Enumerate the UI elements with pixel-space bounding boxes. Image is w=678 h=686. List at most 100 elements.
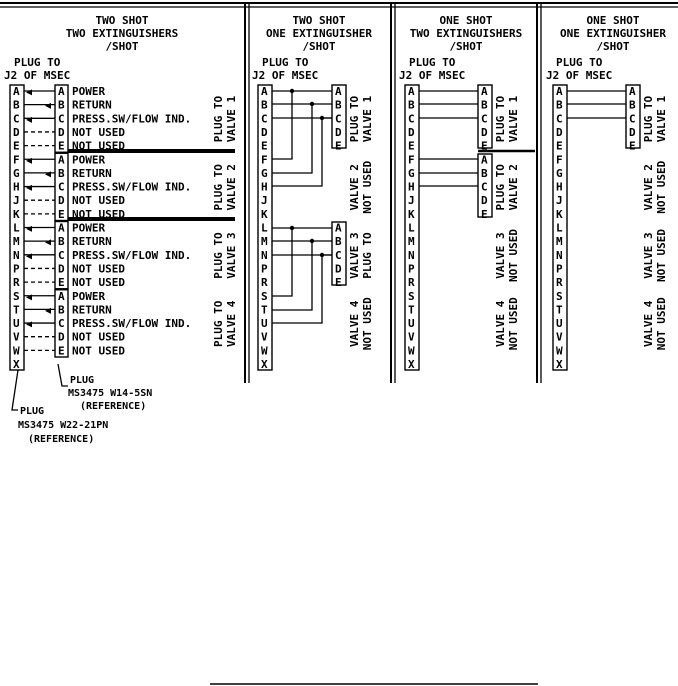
panel-4-pin-F: F: [556, 153, 563, 166]
panel-3-pin-W: W: [408, 344, 415, 357]
panel-3-header-line-1: ONE SHOT: [440, 14, 493, 27]
panel-1-function-3-E: NOT USED: [72, 276, 125, 289]
panel-2-plug-1-pin-C: C: [335, 112, 342, 125]
panel-1-small-plug-callout-2: MS3475 W14-5SN: [68, 388, 152, 399]
panel-3-plug-2-pin-C: C: [481, 181, 488, 194]
arrow-icon: ◀: [26, 114, 32, 125]
panel-4-pin-P: P: [556, 262, 563, 275]
panel-1-side-label-4-a: PLUG TO: [212, 300, 225, 347]
panel-1-pin-B: B: [13, 99, 20, 112]
panel-3-header-line-3: /SHOT: [449, 40, 482, 53]
panel-1-plug-4-pin-D: D: [58, 331, 65, 344]
panel-4-pin-W: W: [556, 344, 563, 357]
panel-3-main-connector: [404, 84, 420, 371]
panel-3-pin-D: D: [408, 126, 415, 139]
panel-1-pin-A: A: [13, 85, 20, 98]
panel-1-pin-K: K: [13, 208, 20, 221]
panel-2-header-line-1: TWO SHOT: [293, 14, 346, 27]
panel-1-plug-3-pin-B: B: [58, 235, 65, 248]
panel-1-pin-R: R: [13, 276, 20, 289]
panel-1-pin-V: V: [13, 331, 20, 344]
arrow-icon: ◀: [26, 319, 32, 330]
panel-3-plug-label-2: J2 OF MSEC: [399, 69, 465, 82]
panel-1-side-label-3-b: VALVE 3: [225, 232, 238, 278]
arrow-icon: ◀: [45, 101, 51, 112]
panel-1-plug-2-pin-C: C: [58, 181, 65, 194]
panel-3-plug-1-pin-C: C: [481, 112, 488, 125]
panel-2-header: TWO SHOT ONE EXTINGUISHER /SHOT PLUG TO …: [252, 14, 372, 82]
panel-4-unused-1-a: VALVE 2: [642, 164, 655, 210]
panel-2-pin-K: K: [261, 208, 268, 221]
panel-1-plug-label-1: PLUG TO: [14, 56, 61, 69]
panel-2-pin-J: J: [261, 194, 268, 207]
panel-3-plug-1-pin-D: D: [481, 126, 488, 139]
panel-4-unused-2-b: NOT USED: [655, 229, 668, 282]
panel-4-pin-V: V: [556, 331, 563, 344]
panel-1-plug-2-pin-E: E: [58, 208, 65, 221]
panel-4-unused-3-a: VALVE 4: [642, 300, 655, 347]
panel-2-pin-W: W: [261, 344, 268, 357]
panel-1-plug-4-pin-B: B: [58, 303, 65, 316]
panel-4-pin-X: X: [556, 358, 563, 371]
panel-2-plug-1-label-b: VALVE 1: [361, 95, 374, 142]
panel-1-plug-4-pin-E: E: [58, 344, 65, 357]
panel-3-plug-1-pin-B: B: [481, 99, 488, 112]
panel-1-function-3-C: PRESS.SW/FLOW IND.: [72, 249, 191, 262]
panel-1-function-3-B: RETURN: [72, 235, 112, 248]
panel-4-unused-2-a: VALVE 3: [642, 232, 655, 278]
panel-1-side-label-1-a: PLUG TO: [212, 95, 225, 142]
panel-3-pin-G: G: [408, 167, 415, 180]
panel-1-plug-2-pin-D: D: [58, 194, 65, 207]
panel-3-pin-U: U: [408, 317, 415, 330]
panel-2-pin-U: U: [261, 317, 268, 330]
panel-4-pin-L: L: [556, 222, 563, 235]
panel-1-pin-D: D: [13, 126, 20, 139]
panel-2-plug-2-label-a: VALVE 3: [348, 232, 361, 278]
panel-4-header-line-3: /SHOT: [596, 40, 629, 53]
panel-1-pin-J: J: [13, 194, 20, 207]
panel-1-plug-1-pin-E: E: [58, 140, 65, 153]
panel-2-plug-1-pin-A: A: [335, 85, 342, 98]
panel-2-pin-S: S: [261, 290, 268, 303]
panel-2-unused-2-b: NOT USED: [361, 297, 374, 350]
panel-2-plug-1-pin-E: E: [335, 140, 342, 153]
panel-4-pin-R: R: [556, 276, 563, 289]
panel-4-plug-1-pin-A: A: [629, 85, 636, 98]
panel-3-pin-X: X: [408, 358, 415, 371]
panel-1-pin-T: T: [13, 303, 20, 316]
panel-1-pin-U: U: [13, 317, 20, 330]
arrow-icon: ◀: [26, 292, 32, 303]
panel-3-pin-H: H: [408, 181, 415, 194]
panel-1-pin-L: L: [13, 222, 20, 235]
panel-1-side-label-2-a: PLUG TO: [212, 164, 225, 211]
panel-1-header-line-2: TWO EXTINGUISHERS: [66, 27, 179, 40]
panel-1-function-1-D: NOT USED: [72, 126, 125, 139]
panel-1-pin-G: G: [13, 167, 20, 180]
panel-4-pin-G: G: [556, 167, 563, 180]
panel-1-plug-2-pin-A: A: [58, 153, 65, 166]
panel-3-pin-V: V: [408, 331, 415, 344]
panel-1-pin-H: H: [13, 181, 20, 194]
panel-4-pin-H: H: [556, 181, 563, 194]
panel-1-function-4-A: POWER: [72, 290, 105, 303]
panel-1-side-label-1-b: VALVE 1: [225, 95, 238, 142]
panel-3-pin-B: B: [408, 99, 415, 112]
panel-3-pin-N: N: [408, 249, 415, 262]
panel-1-function-2-A: POWER: [72, 153, 105, 166]
panel-1-small-plug-callout-1: PLUG: [70, 375, 94, 386]
panel-1-header-line-1: TWO SHOT: [96, 14, 149, 27]
panel-1-pin-M: M: [13, 235, 20, 248]
panel-2-plug-2-pin-E: E: [335, 276, 342, 289]
panel-1-function-4-E: NOT USED: [72, 344, 125, 357]
panel-2-pin-A: A: [261, 85, 268, 98]
panel-1-large-plug-callout-3: (REFERENCE): [28, 434, 94, 445]
panel-1-header: TWO SHOT TWO EXTINGUISHERS /SHOT PLUG TO…: [4, 14, 178, 82]
panel-4-header-line-1: ONE SHOT: [587, 14, 640, 27]
panel-2-pin-E: E: [261, 140, 268, 153]
panel-3-plug-2-pin-E: E: [481, 208, 488, 221]
panel-3-pin-S: S: [408, 290, 415, 303]
panel-1-function-4-C: PRESS.SW/FLOW IND.: [72, 317, 191, 330]
panel-2-plug-2-pin-B: B: [335, 235, 342, 248]
